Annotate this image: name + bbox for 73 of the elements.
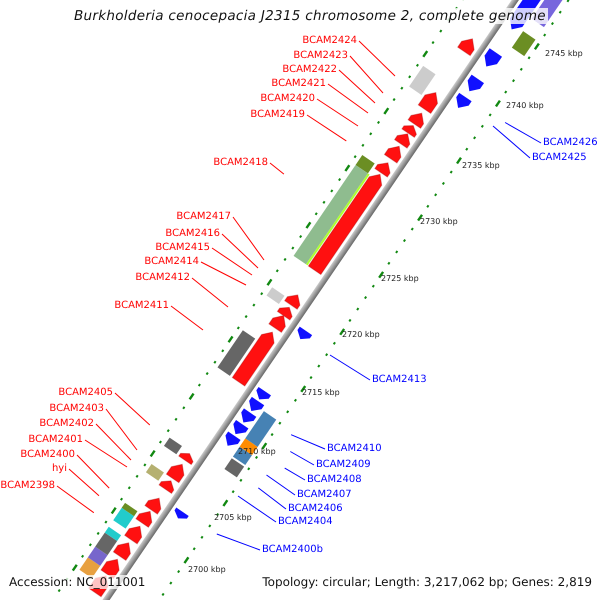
leader-line xyxy=(106,408,138,450)
gene-label: BCAM2406 xyxy=(288,502,343,515)
gene-label: BCAM2413 xyxy=(372,373,427,386)
scale-tick-label: 2720 kbp xyxy=(342,330,380,339)
scale-tick-label: 2740 kbp xyxy=(506,101,544,110)
gene-label: BCAM2416 xyxy=(165,227,220,240)
leader-line xyxy=(338,70,376,104)
leader-line xyxy=(76,454,110,489)
leader-line xyxy=(504,122,542,144)
leader-line xyxy=(232,216,264,260)
gene-label: BCAM2419 xyxy=(250,108,305,121)
leader-line xyxy=(266,474,296,496)
scale-tick-label: 2725 kbp xyxy=(381,274,419,283)
gene-label: BCAM2426 xyxy=(543,136,598,149)
scale-tick-label: 2735 kbp xyxy=(462,161,500,170)
scale-tick-label: 2745 kbp xyxy=(545,49,583,58)
gene-label: BCAM2401 xyxy=(28,433,83,446)
chart-title: Burkholderia cenocepacia J2315 chromosome 2, complete genome xyxy=(72,8,548,24)
scale-tick-label: 2705 kbp xyxy=(214,513,252,522)
gene-label: BCAM2402 xyxy=(39,417,94,430)
leader-line xyxy=(84,440,128,468)
leader-line xyxy=(238,496,276,522)
gene-label: BCAM2411 xyxy=(114,299,169,312)
scale-tick-label: 2710 kbp xyxy=(238,447,276,456)
gene-label: BCAM2415 xyxy=(155,241,210,254)
leader-line xyxy=(290,434,326,450)
gene-label: BCAM2417 xyxy=(176,210,231,223)
leader-line xyxy=(216,534,260,550)
gene-label: BCAM2407 xyxy=(297,488,352,501)
leader-line xyxy=(328,84,368,114)
gene-label: BCAM2405 xyxy=(58,386,113,399)
gene-label: BCAM2421 xyxy=(271,77,326,90)
leader-line xyxy=(96,424,132,460)
leader-line xyxy=(284,468,306,480)
leader-line xyxy=(306,114,347,142)
gene-label: BCAM2400 xyxy=(20,448,75,461)
gene-label: BCAM2423 xyxy=(293,49,348,62)
leader-line xyxy=(350,56,384,94)
accession-text: Accession: NC_011001 xyxy=(9,575,146,589)
gene-label: BCAM2400b xyxy=(262,543,323,556)
gene-label: BCAM2403 xyxy=(49,402,104,415)
leader-line xyxy=(330,354,370,380)
leader-line xyxy=(170,306,204,330)
genome-info-text: Topology: circular; Length: 3,217,062 bp; Genes: 2,819 xyxy=(262,575,592,589)
gene-label: BCAM2412 xyxy=(135,271,190,284)
leader-line xyxy=(258,487,286,510)
leader-line xyxy=(492,126,530,158)
gene-label: BCAM2409 xyxy=(316,458,371,471)
leader-line xyxy=(114,392,150,426)
gene-label: hyi xyxy=(52,462,67,475)
gene-label: BCAM2410 xyxy=(327,442,382,455)
gene-label: BCAM2420 xyxy=(260,92,315,105)
gene-label: BCAM2404 xyxy=(278,515,333,528)
leader-line xyxy=(358,40,396,76)
leader-line xyxy=(200,262,246,286)
gene-label: BCAM2398 xyxy=(0,479,55,492)
gene-label: BCAM2425 xyxy=(532,151,587,164)
gene-label: BCAM2424 xyxy=(302,34,357,47)
leader-line xyxy=(192,278,228,308)
gene-label: BCAM2408 xyxy=(307,473,362,486)
leader-line xyxy=(212,248,252,276)
scale-tick-label: 2715 kbp xyxy=(302,388,340,397)
gene-label: BCAM2422 xyxy=(282,63,337,76)
gene-label: BCAM2414 xyxy=(144,255,199,268)
scale-tick-label: 2730 kbp xyxy=(420,217,458,226)
leader-line xyxy=(68,468,100,496)
leader-line xyxy=(56,486,94,514)
scale-tick-label: 2700 kbp xyxy=(188,565,226,574)
leader-line xyxy=(222,234,258,268)
gene-label: BCAM2418 xyxy=(213,156,268,169)
leader-line xyxy=(316,98,358,126)
leader-line xyxy=(270,162,284,175)
leader-line xyxy=(290,451,314,466)
